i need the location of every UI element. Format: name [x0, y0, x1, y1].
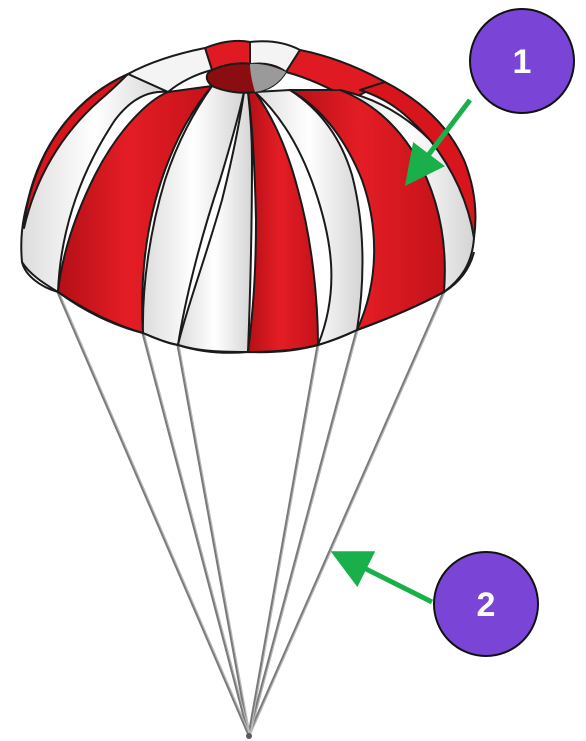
suspension-line-highlight — [144, 333, 250, 735]
callout-1-label: 1 — [513, 43, 532, 81]
callout-2-label: 2 — [477, 586, 496, 624]
canopy — [21, 41, 475, 353]
suspension-line — [249, 292, 444, 735]
suspension-line — [249, 345, 318, 735]
suspension-line-highlight — [250, 292, 445, 735]
confluence-point — [246, 733, 252, 739]
suspension-line-highlight — [179, 345, 250, 735]
suspension-line-highlight — [250, 345, 319, 735]
callout-2-arrow — [344, 558, 432, 602]
suspension-line — [143, 333, 249, 735]
suspension-line-highlight — [59, 292, 250, 735]
suspension-lines — [58, 292, 444, 735]
suspension-line-highlight — [250, 330, 358, 735]
suspension-line — [58, 292, 249, 735]
suspension-line — [249, 330, 357, 735]
suspension-line — [178, 345, 249, 735]
callout-2: 2 — [344, 552, 538, 656]
